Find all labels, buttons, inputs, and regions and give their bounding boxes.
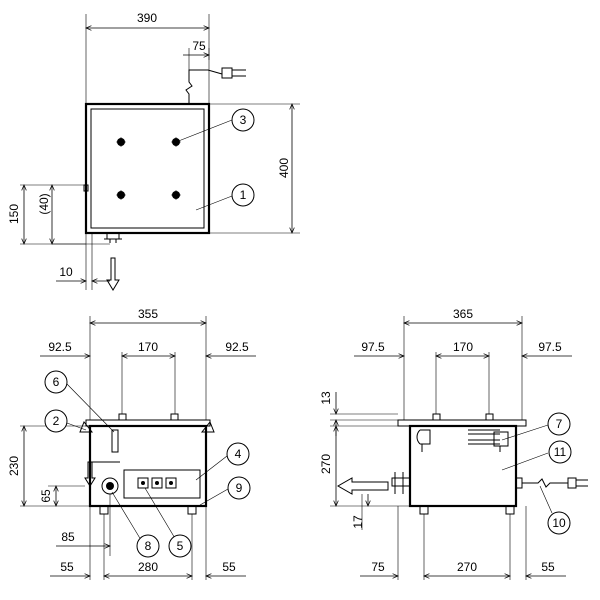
svg-text:7: 7 <box>556 417 563 431</box>
svg-text:2: 2 <box>53 414 60 428</box>
dim-front-height: 230 <box>7 456 21 476</box>
svg-text:1: 1 <box>240 188 247 202</box>
dim-top-width: 390 <box>137 11 157 25</box>
drain-valve-top <box>104 232 122 291</box>
drain-arrow-icon <box>106 257 120 291</box>
dim-cord-offset: 75 <box>192 39 206 53</box>
foot <box>505 505 515 515</box>
callout-10 <box>547 511 571 535</box>
top-inner-basin <box>90 108 205 229</box>
dim-side-left-margin: 97.5 <box>361 340 385 354</box>
dim-side-foot-left: 75 <box>371 560 385 574</box>
dim-left-offset: 150 <box>7 204 21 224</box>
heater-studs <box>116 137 181 200</box>
dim-front-left-margin: 92.5 <box>48 340 72 354</box>
dim-side-lid: 13 <box>319 391 333 405</box>
callout-7 <box>547 412 571 436</box>
drain-arrow-icon <box>84 461 96 487</box>
top-view: 390 75 400 150 (40) 10 3 1 <box>7 11 300 291</box>
front-body <box>88 424 208 508</box>
dim-side-right-margin: 97.5 <box>538 340 562 354</box>
dim-front-foot-span: 280 <box>138 560 158 574</box>
outlet-arrow-icon <box>336 477 389 495</box>
dim-front-right-margin: 92.5 <box>225 340 249 354</box>
foot <box>99 505 109 515</box>
front-handle <box>111 429 119 453</box>
side-body <box>408 424 518 508</box>
svg-text:11: 11 <box>554 445 567 459</box>
power-cord-top <box>185 67 246 104</box>
power-cord-side <box>515 477 588 489</box>
dim-side-height: 270 <box>319 454 333 474</box>
foot <box>419 505 429 515</box>
switch-icon <box>151 477 163 489</box>
dim-top-depth: 400 <box>277 158 291 178</box>
dim-front-foot-left: 55 <box>60 560 74 574</box>
dim-side-foot-right: 55 <box>541 560 555 574</box>
dim-side-outlet: 17 <box>351 515 365 529</box>
svg-text:10: 10 <box>552 516 566 530</box>
svg-text:9: 9 <box>236 481 243 495</box>
front-view: 355 92.5 170 92.5 230 65 85 55 280 55 6 <box>7 307 256 580</box>
lamp-icon <box>165 477 177 489</box>
svg-text:3: 3 <box>240 113 247 127</box>
dim-front-low-height: 65 <box>39 489 53 503</box>
callout-5 <box>168 534 192 558</box>
dim-front-center: 170 <box>138 340 158 354</box>
svg-text:6: 6 <box>53 375 60 389</box>
callout-2 <box>44 409 68 433</box>
callout-3 <box>231 108 255 132</box>
callout-4 <box>226 442 250 466</box>
control-box <box>123 469 201 499</box>
side-view: 365 97.5 170 97.5 13 270 17 75 270 55 7 <box>319 307 588 580</box>
dim-bottom-offset: 10 <box>59 265 73 279</box>
callout-11 <box>548 440 572 464</box>
callout-6 <box>44 370 68 394</box>
foot <box>187 505 197 515</box>
dim-front-foot-right: 55 <box>222 560 236 574</box>
dim-drain-offset: 85 <box>61 530 75 544</box>
heater-elements <box>416 429 509 452</box>
callout-9 <box>227 476 251 500</box>
dim-side-foot-span: 270 <box>457 560 477 574</box>
top-outer-body <box>84 102 211 235</box>
svg-text:8: 8 <box>145 539 152 553</box>
dim-side-center: 170 <box>453 340 473 354</box>
switch-icon <box>137 477 149 489</box>
callout-1 <box>231 183 255 207</box>
svg-text:5: 5 <box>177 539 184 553</box>
callout-8 <box>136 534 160 558</box>
dim-side-overall: 365 <box>453 307 473 321</box>
dim-left-inner: (40) <box>37 193 51 214</box>
dim-front-overall: 355 <box>138 307 158 321</box>
side-outlet <box>336 472 411 495</box>
svg-text:4: 4 <box>235 447 242 461</box>
